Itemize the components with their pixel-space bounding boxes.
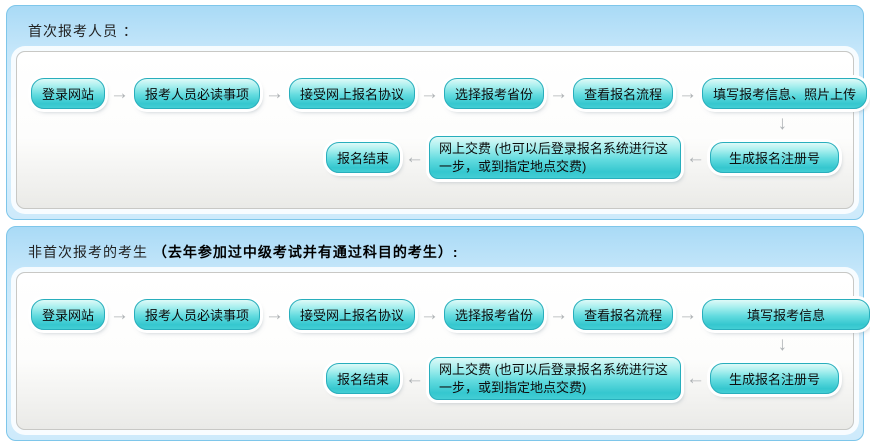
arrow-right-icon: → — [110, 83, 130, 104]
arrow-right-icon: → — [265, 304, 285, 325]
arrow-right-icon: → — [420, 304, 440, 325]
flow-step-finished[interactable]: 报名结束 — [325, 142, 400, 174]
flow-step-agreement[interactable]: 接受网上报名协议 — [289, 299, 416, 330]
flow-step-reg-number[interactable]: 生成报名注册号 — [709, 363, 839, 395]
first-time-flow-panel: 登录网站 → 报考人员必读事项 → 接受网上报名协议 → 选择报考省份 → 查看… — [16, 51, 868, 209]
arrow-left-icon: ← — [685, 368, 705, 390]
flow-step-payment[interactable]: 网上交费 (也可以后登录报名系统进行这一步，或到指定地点交费) — [428, 136, 681, 180]
flow-down-connector: ↓ — [31, 332, 839, 356]
flow-step-province[interactable]: 选择报考省份 — [444, 78, 545, 109]
arrow-right-icon: → — [420, 83, 440, 104]
flow-step-fill-info-photo[interactable]: 填写报考信息、照片上传 — [702, 78, 868, 109]
flow-down-connector: ↓ — [31, 111, 839, 135]
arrow-right-icon: → — [265, 83, 285, 104]
flow-step-process[interactable]: 查看报名流程 — [573, 78, 674, 109]
first-time-section-title: 首次报考人员 ： — [7, 6, 863, 51]
arrow-down-icon: ↓ — [777, 112, 788, 134]
flow-step-process[interactable]: 查看报名流程 — [573, 299, 674, 330]
flow-step-must-read[interactable]: 报考人员必读事项 — [134, 299, 261, 330]
flow-step-province[interactable]: 选择报考省份 — [444, 299, 545, 330]
flow-row-1: 登录网站 → 报考人员必读事项 → 接受网上报名协议 → 选择报考省份 → 查看… — [31, 299, 870, 330]
arrow-left-icon: ← — [404, 368, 424, 390]
arrow-left-icon: ← — [685, 147, 705, 169]
flow-step-fill-info[interactable]: 填写报考信息 — [702, 299, 870, 330]
section-title-bold-text: （去年参加过中级考试并有通过科目的考生）: — [152, 244, 459, 260]
repeat-section-title: 非首次报考的考生 （去年参加过中级考试并有通过科目的考生）: — [7, 227, 863, 272]
first-time-section: 首次报考人员 ： 登录网站 → 报考人员必读事项 → 接受网上报名协议 → 选择… — [6, 5, 868, 220]
arrow-down-icon: ↓ — [777, 333, 788, 355]
flow-row-2: 报名结束 ← 网上交费 (也可以后登录报名系统进行这一步，或到指定地点交费) ←… — [31, 357, 839, 401]
arrow-right-icon: → — [110, 304, 130, 325]
arrow-right-icon: → — [678, 83, 698, 104]
flow-step-reg-number[interactable]: 生成报名注册号 — [709, 142, 839, 174]
section-title-text: 非首次报考的考生 — [28, 244, 153, 260]
flow-step-finished[interactable]: 报名结束 — [325, 363, 400, 395]
flow-step-agreement[interactable]: 接受网上报名协议 — [289, 78, 416, 109]
flow-step-must-read[interactable]: 报考人员必读事项 — [134, 78, 261, 109]
flow-row-1: 登录网站 → 报考人员必读事项 → 接受网上报名协议 → 选择报考省份 → 查看… — [31, 78, 868, 109]
arrow-right-icon: → — [549, 304, 569, 325]
repeat-flow-panel: 登录网站 → 报考人员必读事项 → 接受网上报名协议 → 选择报考省份 → 查看… — [16, 272, 870, 430]
arrow-right-icon: → — [678, 304, 698, 325]
flow-step-payment[interactable]: 网上交费 (也可以后登录报名系统进行这一步，或到指定地点交费) — [428, 357, 681, 401]
flow-step-login[interactable]: 登录网站 — [31, 299, 106, 330]
section-title-text: 首次报考人员 ： — [28, 23, 138, 39]
repeat-section: 非首次报考的考生 （去年参加过中级考试并有通过科目的考生）: 登录网站 → 报考… — [6, 226, 870, 441]
arrow-right-icon: → — [549, 83, 569, 104]
arrow-left-icon: ← — [404, 147, 424, 169]
flow-step-login[interactable]: 登录网站 — [31, 78, 106, 109]
flow-row-2: 报名结束 ← 网上交费 (也可以后登录报名系统进行这一步，或到指定地点交费) ←… — [31, 136, 839, 180]
